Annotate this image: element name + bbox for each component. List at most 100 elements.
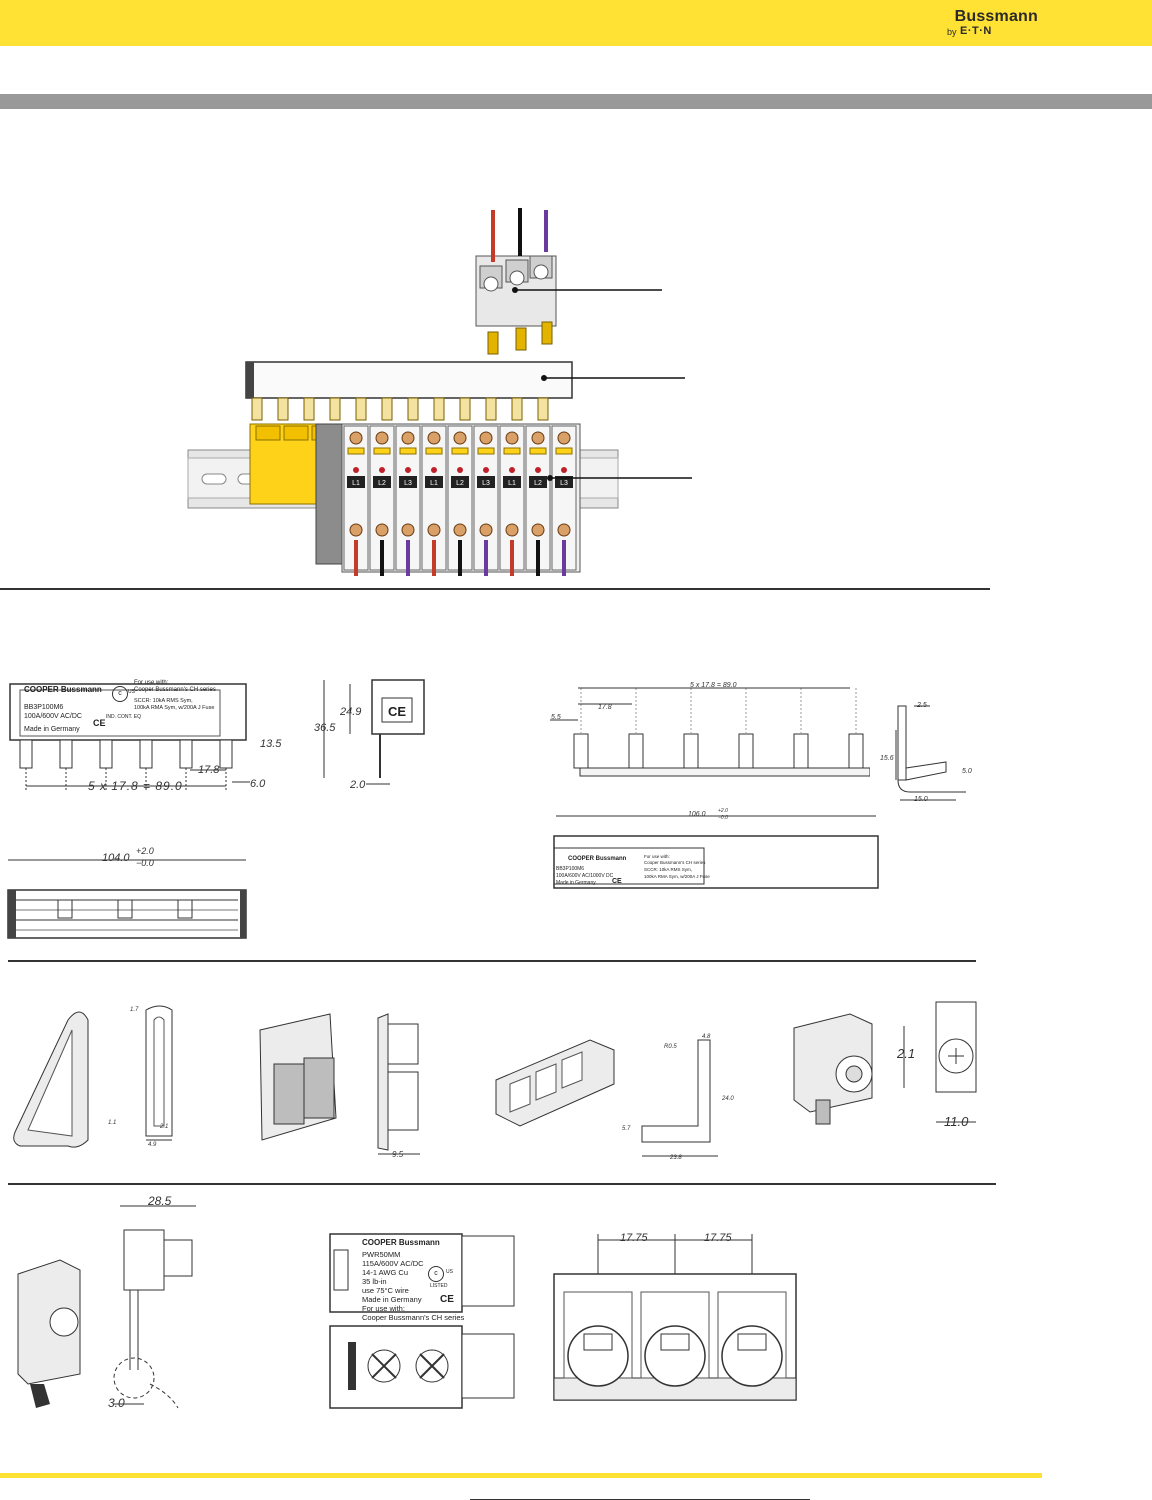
power-feed-drawing [329,1233,515,1409]
shield-w-dim: 9.5 [392,1150,404,1159]
top-tol-plus: +2.0 [136,846,154,856]
right-sccr2: 100kA RMA Sym, w/200A J Fuse [644,874,710,879]
pwr-ce-mark: CE [440,1294,454,1305]
fuse-phase-label: L1 [430,480,438,487]
tooth-h-dim: 24.0 [722,1096,734,1102]
block-pitch-b-dim: 17.75 [704,1232,732,1244]
section-rule-1 [0,588,990,590]
top-length-dim: 104.0 [102,852,130,864]
busbar-us-mark: US [128,689,135,695]
pwr-for-use: For use with: [362,1304,405,1313]
busbar-right-front-drawing [550,687,870,777]
comb-tooth-drawing [495,1039,718,1157]
block-pitch-a-dim: 17.75 [620,1232,648,1244]
tooth-left-dim: 5.7 [622,1126,631,1132]
endcap-w2-dim: 2.1 [160,1124,169,1130]
section-rule-2 [8,960,976,962]
right-for-use: For use with: [644,854,670,859]
brand-eaton-logo: E·T·N [960,25,992,37]
pwr-listed: LISTED [430,1283,448,1289]
feed-in-lugs [475,208,557,355]
side-width-dim: 2.0 [350,779,366,791]
tooth-base-dim: 23.8 [670,1155,682,1161]
fuse-phase-label: L2 [378,480,386,487]
fuse-phase-label: L1 [508,480,516,487]
right-len-dim: 106.0 [688,811,706,818]
footer-bar [0,1473,1042,1478]
busbar-rating: 100A/600V AC/DC [24,713,82,720]
pwr-part: PWR50MM [362,1250,401,1259]
busbar-front-drawing [9,683,250,790]
right-made: Made in Germany [556,880,596,886]
right-side-top-dim: 2.5 [917,702,927,709]
pwr-series: Cooper Bussmann's CH series [362,1313,465,1322]
brand-by: by [947,27,957,37]
busbar-right-side-drawing [895,705,966,801]
busbar-series: Cooper Bussmann's CH series [134,687,216,693]
right-sccr: SCCR: 10kA RMS Sym, [644,867,693,872]
busbar-part: BB3P100M6 [24,704,64,711]
pwr-awg: 14-1 AWG Cu [362,1268,408,1277]
tooth-r-dim: R0.5 [664,1044,677,1050]
busbar-made: Made in Germany [24,726,80,733]
endcap-w1-dim: 1.1 [108,1120,117,1126]
pin-pitch-dim: 17.8 [198,764,220,776]
busbar-side-drawing [323,679,425,785]
pwr-us-mark: US [446,1269,453,1275]
right-side-w-dim: 5.0 [962,768,972,775]
busbar-for-use: For use with: [134,680,169,686]
busbar-ce-mark: CE [93,718,106,728]
right-ce-mark: CE [612,878,622,885]
busbar-pitch-dim: 5 x 17.8 = 89.0 [88,779,183,793]
endcap-top-dim: 1.7 [130,1007,139,1013]
right-first-dim: 17.8 [598,704,612,711]
side-ce-mark: CE [388,704,407,719]
triple-block-drawing [553,1234,797,1401]
end-plate [315,423,343,565]
right-side-h-dim: 15.6 [880,755,894,762]
brand-name: Bussmann [954,8,1038,25]
fuse-phase-label: L3 [482,480,490,487]
busbar-listed: IND. CONT. EQ [106,714,142,720]
busbar-right-top-drawing [553,815,879,889]
right-part: BB3P100M6 [556,866,585,872]
pwr-made: Made in Germany [362,1295,422,1304]
fuse-phase-label: L3 [404,480,412,487]
feed-w-dim: 28.5 [148,1194,172,1208]
busbar-ul-mark: c [112,686,128,702]
right-logo: COOPER Bussmann [568,856,627,862]
right-side-base-dim: 15.0 [914,796,928,803]
busbar-top-drawing [7,859,247,939]
right-rating: 100A/600V AC/1000V DC [556,873,614,879]
fuse-phase-label: L1 [352,480,360,487]
assembly-illustration: L1 L2 L3 L1 L2 L3 L1 L2 L3 [187,208,692,576]
right-pitch-dim: 5 x 17.8 = 89.0 [690,682,737,689]
pin-height-dim: 13.5 [260,738,282,750]
pwr-rating: 115A/600V AC/DC [362,1259,424,1268]
tooth-top-dim: 4.8 [702,1034,711,1040]
feed-pin-dim: 3.0 [108,1396,125,1410]
busbar-sccr2: 100kA RMA Sym, w/200A J Fuse [134,705,215,711]
endcap-w3-dim: 4.9 [148,1142,157,1148]
busbar-sccr: SCCR: 10kA RMS Sym, [134,698,193,704]
lug-w-dim: 11.0 [944,1114,969,1129]
right-tol-plus: +2.0 [718,808,728,814]
pwr-logo: COOPER Bussmann [362,1238,440,1247]
lug-h-dim: 2.1 [897,1046,916,1061]
leader-lines [512,287,692,481]
busbar [245,361,573,399]
end-cap-drawing [13,1005,173,1148]
section-rule-3 [8,1183,996,1185]
lug-drawing [793,1001,977,1125]
right-series: Cooper Bussmann's CH series [644,860,706,865]
fuse-phase-label: L2 [456,480,464,487]
right-offset-dim: 5.5 [551,714,561,721]
section-bar [0,94,1152,109]
right-tol-minus: −0.0 [718,815,728,821]
side-height-1-dim: 24.9 [340,706,362,718]
pwr-ul-mark: c [428,1266,444,1282]
fuse-phase-label: L3 [560,480,568,487]
top-tol-minus: −0.0 [136,858,154,868]
side-height-2-dim: 36.5 [314,722,336,734]
fuse-phase-label: L2 [534,480,542,487]
